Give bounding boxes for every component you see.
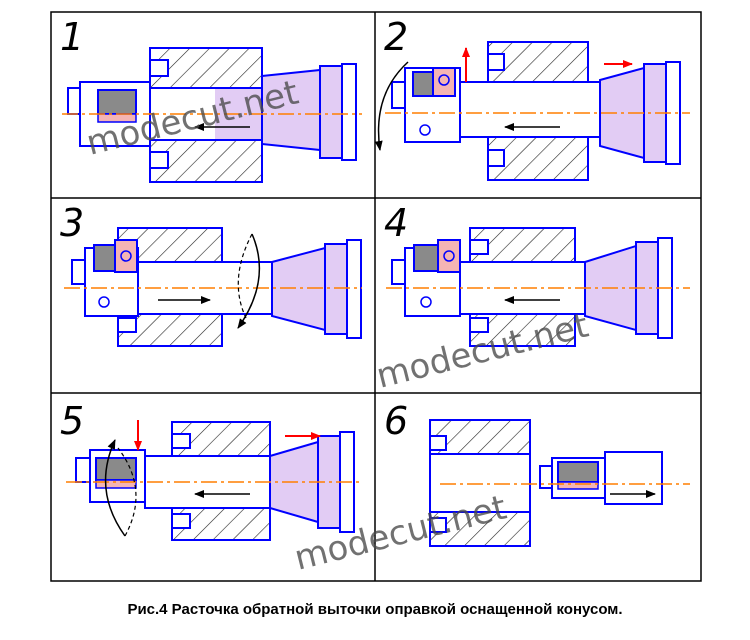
figure-caption: Рис.4 Расточка обратной выточки оправкой… xyxy=(127,601,623,618)
step-1-panel: 1 xyxy=(60,15,362,183)
step-4-panel: 4 xyxy=(384,201,690,347)
step-1-label: 1 xyxy=(60,15,84,59)
step-2-panel: 2 xyxy=(374,15,690,181)
rotation-arrow-2 xyxy=(374,61,409,151)
workpiece-3 xyxy=(117,227,223,347)
rotation-arrow-3 xyxy=(237,233,261,329)
step-3-label: 3 xyxy=(60,201,84,245)
step-6-label: 6 xyxy=(384,399,408,443)
step-2-label: 2 xyxy=(384,15,408,59)
rotation-arrow-5 xyxy=(104,439,126,537)
workpiece-6 xyxy=(429,419,531,547)
workpiece-2 xyxy=(487,41,589,181)
workpiece-1 xyxy=(149,47,263,183)
workpiece-4 xyxy=(469,227,576,347)
step-5-label: 5 xyxy=(60,399,84,443)
step-6-panel: 6 xyxy=(384,399,690,547)
step-3-panel: 3 xyxy=(60,201,362,347)
step-4-label: 4 xyxy=(384,201,408,245)
boring-bar-6 xyxy=(539,451,663,505)
panel-grid xyxy=(50,11,702,582)
step-5-panel: 5 xyxy=(60,399,362,541)
